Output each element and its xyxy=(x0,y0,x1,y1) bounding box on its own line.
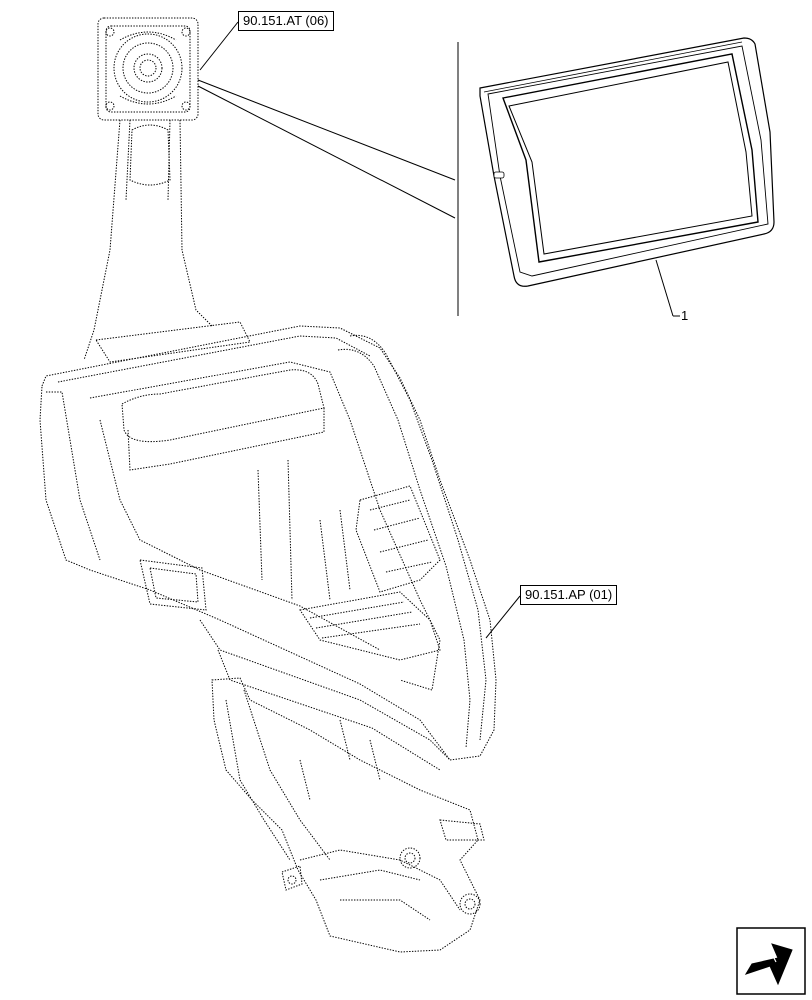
monitor-display xyxy=(479,37,775,287)
leader-lines xyxy=(197,21,680,639)
armrest-console xyxy=(39,325,497,771)
mount-arm xyxy=(83,119,251,363)
support-bracket xyxy=(211,677,485,953)
callout-ref-top[interactable]: 90.151.AT (06) xyxy=(238,11,334,31)
callout-ref-mid[interactable]: 90.151.AP (01) xyxy=(520,585,618,605)
mount-head xyxy=(97,17,199,121)
item-number-1: 1 xyxy=(681,308,689,323)
page-arrow-icon[interactable] xyxy=(736,927,806,995)
